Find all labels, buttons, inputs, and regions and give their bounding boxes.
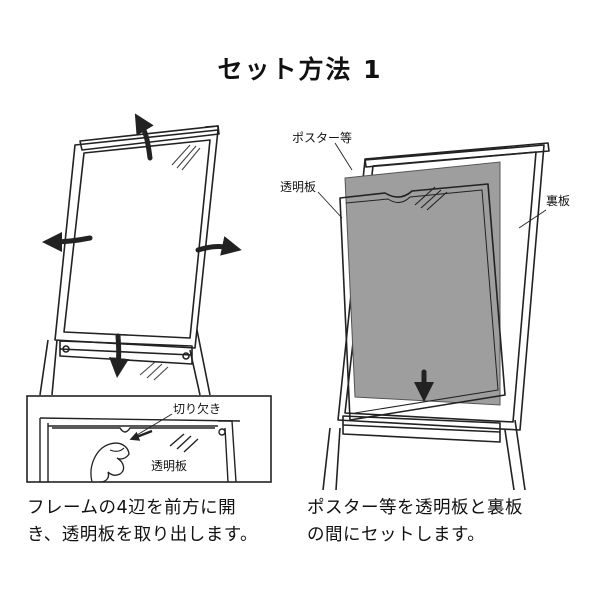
left-caption-line1: フレームの4辺を前方に開 — [27, 498, 237, 518]
clear-panel — [339, 183, 506, 421]
left-stand — [39, 125, 220, 396]
label-clear-panel: 透明板 — [280, 180, 317, 194]
label-notch: 切り欠き — [173, 402, 222, 416]
arrow-down-icon — [109, 333, 129, 378]
small-arrow-icon — [129, 429, 153, 441]
label-back-board: 裏板 — [546, 194, 571, 208]
left-glass-reflection — [139, 144, 201, 381]
inset-detail — [26, 395, 272, 483]
label-poster: ポスター等 — [292, 131, 353, 145]
arrow-right-icon — [195, 236, 242, 256]
right-caption-line1: ポスター等を透明板と裏板 — [307, 498, 523, 518]
label-clear-panel-inset: 透明板 — [151, 459, 188, 473]
arrow-left-icon — [42, 231, 93, 252]
poster-sheet — [344, 161, 501, 406]
arrow-up-icon — [134, 113, 154, 161]
left-caption-line2: き、透明板を取り出します。 — [27, 525, 259, 545]
diagram-title: セット方法 1 — [217, 55, 383, 84]
right-caption-line2: の間にセットします。 — [307, 525, 486, 545]
open-arrows — [42, 113, 242, 378]
